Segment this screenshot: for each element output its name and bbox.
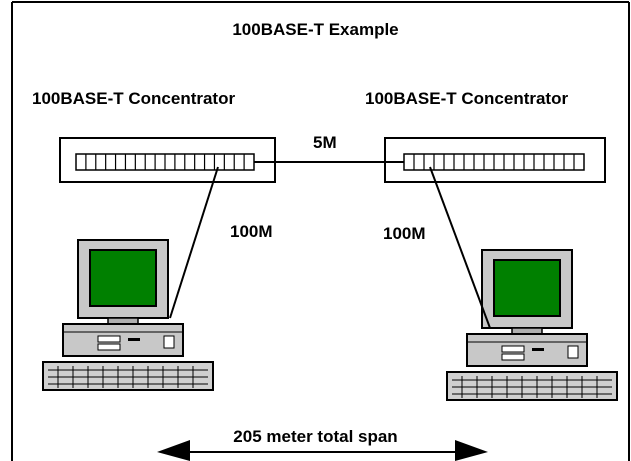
concentrator-right-label: 100BASE-T Concentrator (365, 89, 569, 108)
link-label-100m-right: 100M (383, 224, 426, 243)
span-label: 205 meter total span (233, 427, 398, 446)
computer-right (446, 249, 618, 401)
port-row-left (85, 154, 245, 170)
span-arrow (157, 440, 488, 461)
link-line-100m-left (169, 166, 219, 319)
concentrator-left-label: 100BASE-T Concentrator (32, 89, 236, 108)
diagram-title: 100BASE-T Example (232, 20, 399, 39)
link-label-5m: 5M (313, 133, 337, 152)
port-row-right (413, 154, 575, 170)
concentrator-right (384, 137, 606, 183)
link-line-100m-right (429, 166, 491, 329)
link-label-100m-left: 100M (230, 222, 273, 241)
concentrator-left (59, 137, 276, 183)
